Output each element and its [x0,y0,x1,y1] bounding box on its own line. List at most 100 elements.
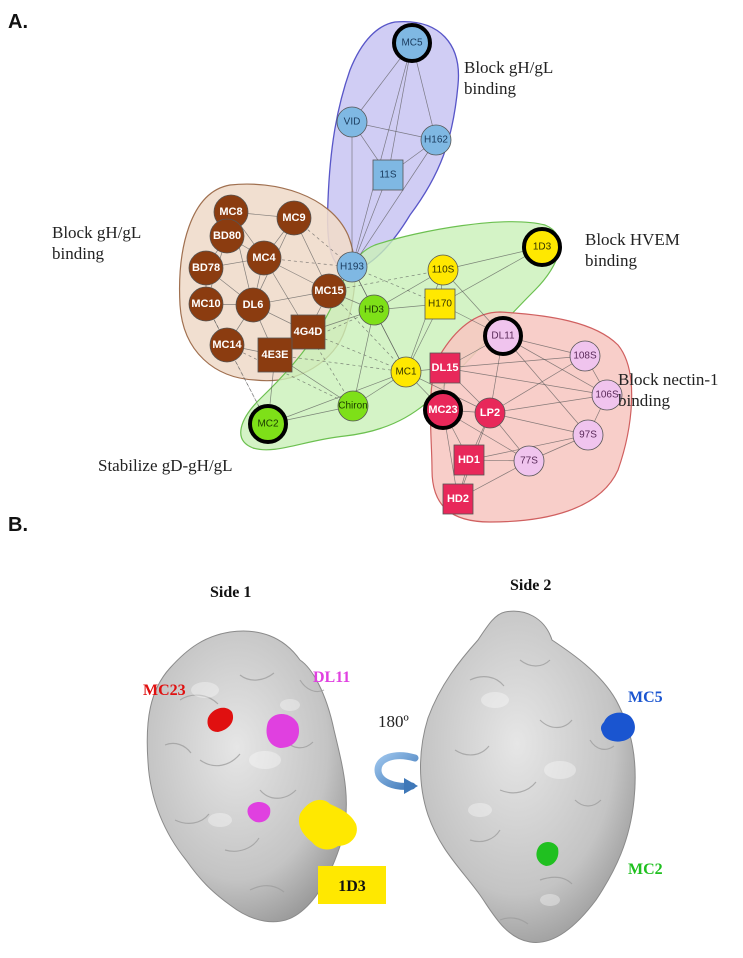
node-shape-mc9 [276,200,312,236]
node-shape-hd3 [358,294,390,326]
epitope-label-1d3: 1D3 [338,878,366,895]
node-shape-97s [572,419,604,451]
node-shape-mc10 [188,286,224,322]
protein-surface-side-2 [420,610,636,943]
network-edge [328,269,444,292]
network-edge [387,42,413,176]
protein-surface-side-1 [146,630,347,923]
regions [178,21,633,523]
node-label-mc10: MC10 [191,298,220,310]
node-shape-mc4 [246,240,282,276]
node-label-h162: H162 [424,135,448,146]
node-label-h170: H170 [428,299,452,310]
node-lp2: LP2 [474,397,506,429]
node-shape-1d3 [522,227,562,267]
network-edge [405,269,444,373]
node-11s: 11S [372,159,404,191]
epitope-label-box-1d3 [318,866,386,904]
annotation-block-hvem-line1: Block HVEM [585,230,680,249]
node-77s: 77S [513,445,545,477]
annotation-block-gh-left-line1: Block gH/gL [52,223,141,242]
epitope-label-mc2: MC2 [628,861,663,878]
network-edge [351,139,437,268]
network-edge [328,290,407,373]
node-label-11s: 11S [379,170,396,181]
node-shape-chiron [337,390,369,422]
node-1d3: 1D3 [522,227,562,267]
node-4g4d: 4G4D [290,314,326,350]
node-bd78: BD78 [188,250,224,286]
node-shape-110s [427,254,459,286]
network-edge [489,412,589,436]
annotation-block-nectin-line2: binding [618,391,670,410]
rotation-arrow-icon [374,752,419,794]
node-shape-bd80 [209,218,245,254]
node-shape-dl15 [429,352,461,384]
node-shape-hd1 [453,444,485,476]
node-hd3: HD3 [358,294,390,326]
node-shape-h170 [424,288,456,320]
node-h193: H193 [336,251,368,283]
annotation-stabilize: Stabilize gD-gH/gL [98,456,233,475]
epitope-label-mc5: MC5 [628,689,663,706]
node-label-dl11: DL11 [491,331,515,342]
node-label-mc23: MC23 [428,404,457,416]
node-106s: 106S [591,379,623,411]
node-label-97s: 97S [579,430,597,441]
epitope-patch-mc23 [207,707,234,732]
side-1-label: Side 1 [210,584,251,601]
node-label-hd2: HD2 [447,493,469,505]
epitope-patch-dl11 [266,713,300,748]
node-4e3e: 4E3E [257,337,293,373]
rotation-label: 180º [378,712,409,731]
node-label-106s: 106S [595,390,619,401]
annotation-block-gh-top-line2: binding [464,79,516,98]
network-edge [489,394,608,414]
node-hd2: HD2 [442,483,474,515]
node-vid: VID [336,106,368,138]
annotation-block-gh-top-line1: Block gH/gL [464,58,553,77]
node-mc15: MC15 [311,273,347,309]
node-h162: H162 [420,124,452,156]
node-shape-106s [591,379,623,411]
node-shape-lp2 [474,397,506,429]
annotation-block-nectin-line1: Block nectin-1 [618,370,719,389]
network-edge [351,42,413,268]
epitope-patch-dl11-secondary [247,802,271,823]
node-label-mc4: MC4 [252,252,276,264]
node-mc4: MC4 [246,240,282,276]
node-label-mc14: MC14 [212,339,242,351]
network-edge [444,367,608,396]
network-edge [226,344,354,407]
node-shape-hd2 [442,483,474,515]
node-shape-bd78 [188,250,224,286]
network-edge [444,355,586,369]
node-shape-108s [569,340,601,372]
node-dl6: DL6 [235,287,271,323]
node-h170: H170 [424,288,456,320]
node-label-hd1: HD1 [458,454,480,466]
node-label-110s: 110S [432,265,455,276]
annotation-block-gh-left-line2: binding [52,244,104,263]
epitope-patch-1d3 [298,799,357,850]
node-mc2: MC2 [248,404,288,444]
node-label-vid: VID [344,117,361,128]
node-label-mc8: MC8 [219,206,242,218]
epitope-patch-mc2 [536,842,559,866]
epitope-patch-mc5 [600,712,635,742]
node-mc14: MC14 [209,327,245,363]
network-edge [352,309,375,407]
annotations: Block gH/gL binding Block gH/gL binding … [52,58,719,475]
node-bd80: BD80 [209,218,245,254]
node-shape-mc14 [209,327,245,363]
node-label-77s: 77S [520,456,538,467]
node-mc10: MC10 [188,286,224,322]
node-label-4g4d: 4G4D [294,326,323,338]
side-2-label: Side 2 [510,577,551,594]
node-label-mc2: MC2 [257,419,279,430]
node-108s: 108S [569,340,601,372]
node-label-lp2: LP2 [480,407,500,419]
network-edge [274,354,407,373]
node-shape-h162 [420,124,452,156]
